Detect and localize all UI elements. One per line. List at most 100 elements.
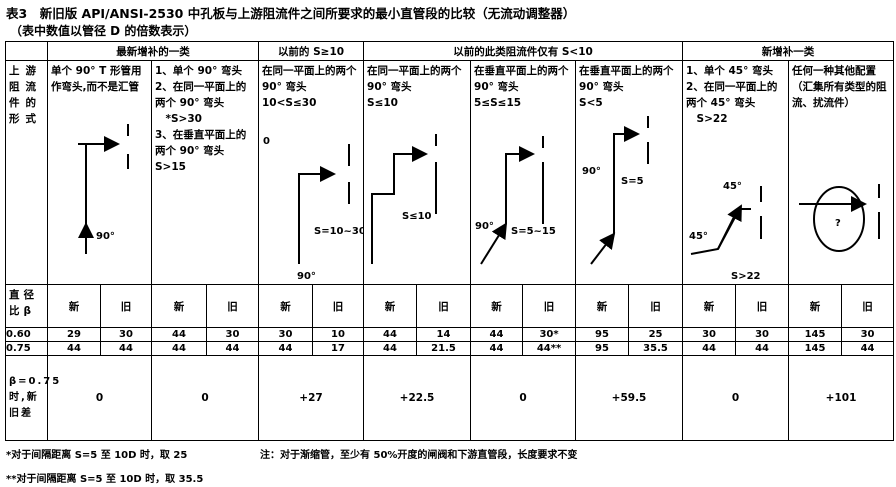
pipe-diagram-icon: 90° bbox=[78, 124, 129, 254]
footnote: 注：对于渐缩管，至少有 50%开度的闸阀和下游直管段，长度要求不变 bbox=[260, 450, 578, 461]
value-cell: 44 bbox=[363, 327, 418, 342]
angle-label: 90° bbox=[475, 221, 494, 232]
value-cell: 30 bbox=[206, 327, 259, 342]
group-header: 以前的此类阻流件仅有 S<10 bbox=[363, 41, 684, 61]
old-header: 旧 bbox=[522, 284, 577, 328]
footnote: **对于间隔距离 S=5 至 10D 时，取 35.5 bbox=[6, 474, 204, 485]
form-description: 1、单个 45° 弯头 2、在同一平面上的两个 45° 弯头 S>22 bbox=[686, 65, 778, 125]
row-label-ratio: 直径比β bbox=[5, 284, 48, 328]
value-cell: 17 bbox=[311, 341, 365, 356]
value-cell: 30 bbox=[100, 327, 152, 342]
diff-cell: 0 bbox=[47, 355, 152, 441]
angle-label: 45° bbox=[723, 181, 742, 192]
value-cell: 44 bbox=[470, 341, 524, 356]
value-cell: 44 bbox=[151, 341, 207, 356]
old-header: 旧 bbox=[841, 284, 895, 328]
beta-value: 0.60 bbox=[5, 327, 48, 342]
old-header: 旧 bbox=[311, 284, 365, 328]
value-cell: 14 bbox=[416, 327, 472, 342]
value-cell: 44 bbox=[151, 327, 207, 342]
value-cell: 44 bbox=[841, 341, 895, 356]
old-header: 旧 bbox=[416, 284, 472, 328]
form-cell: 在垂直平面上的两个 90° 弯头 5≤S≤15 90° S=5~15 bbox=[470, 60, 577, 285]
form-description: 在垂直平面上的两个 90° 弯头 5≤S≤15 bbox=[474, 65, 569, 109]
form-description: 在垂直平面上的两个 90° 弯头 S<5 bbox=[579, 65, 674, 109]
new-header: 新 bbox=[151, 284, 207, 328]
table-title: 表3 新旧版 API/ANSI-2530 中孔板与上游阻流件之间所要求的最小直管… bbox=[6, 6, 576, 21]
value-cell: 44 bbox=[735, 341, 790, 356]
value-cell: 145 bbox=[788, 341, 843, 356]
row-label-diff: β=0.75时,新旧差 bbox=[5, 355, 59, 441]
value-cell: 44 bbox=[363, 341, 418, 356]
pipe-diagram-icon: ? bbox=[799, 184, 881, 252]
group-header: 以前的 S≥10 bbox=[257, 41, 365, 61]
form-description: 单个 90° T 形管用作弯头,而不是汇管 bbox=[51, 65, 142, 93]
old-header: 旧 bbox=[100, 284, 152, 328]
diff-cell: 0 bbox=[470, 355, 577, 441]
new-header: 新 bbox=[47, 284, 101, 328]
angle-label: 90° bbox=[582, 166, 601, 177]
diagram-label: ? bbox=[835, 218, 841, 229]
diagram-label: S>22 bbox=[731, 271, 761, 282]
diff-cell: +22.5 bbox=[363, 355, 472, 441]
diff-cell: +59.5 bbox=[575, 355, 684, 441]
pipe-diagram-icon: 45° 45° S>22 bbox=[689, 181, 763, 282]
value-cell: 44** bbox=[522, 341, 577, 356]
value-cell: 95 bbox=[575, 341, 630, 356]
comparison-table: 最新增补的一类 以前的 S≥10 以前的此类阻流件仅有 S<10 新增补一类 上… bbox=[5, 41, 895, 441]
new-header: 新 bbox=[470, 284, 524, 328]
diff-cell: +27 bbox=[257, 355, 365, 441]
form-cell: 任何一种其他配置（汇集所有类型的阻流、扰流件）? bbox=[788, 60, 895, 285]
value-cell: 30 bbox=[841, 327, 895, 342]
value-cell: 30 bbox=[682, 327, 737, 342]
footnote: *对于间隔距离 S=5 至 10D 时，取 25 bbox=[6, 450, 188, 461]
value-cell: 30* bbox=[522, 327, 577, 342]
value-cell: 44 bbox=[100, 341, 152, 356]
value-cell: 44 bbox=[47, 341, 101, 356]
value-cell: 21.5 bbox=[416, 341, 472, 356]
value-cell: 44 bbox=[470, 327, 524, 342]
pipe-diagram-icon: 90° S=5~15 bbox=[475, 136, 556, 265]
value-cell: 30 bbox=[735, 327, 790, 342]
new-header: 新 bbox=[575, 284, 630, 328]
form-cell: 1、单个 90° 弯头 2、在同一平面上的两个 90° 弯头 *S>30 3、在… bbox=[151, 60, 259, 285]
value-cell: 95 bbox=[575, 327, 630, 342]
new-header: 新 bbox=[363, 284, 418, 328]
value-cell: 25 bbox=[628, 327, 684, 342]
value-cell: 145 bbox=[788, 327, 843, 342]
pipe-diagram-icon: S≤10 bbox=[371, 134, 438, 264]
old-header: 旧 bbox=[628, 284, 684, 328]
diagram-label: S=5~15 bbox=[511, 226, 556, 237]
row-label-form: 上游阻流件的形式 bbox=[5, 60, 48, 285]
value-cell: 44 bbox=[682, 341, 737, 356]
angle-label: 90° bbox=[297, 271, 316, 282]
diff-cell: 0 bbox=[151, 355, 259, 441]
group-header: 新增补一类 bbox=[682, 41, 895, 61]
new-header: 新 bbox=[682, 284, 737, 328]
value-cell: 44 bbox=[206, 341, 259, 356]
value-cell: 30 bbox=[258, 327, 313, 342]
form-cell: 在垂直平面上的两个 90° 弯头 S<5 90°S=5 bbox=[575, 60, 684, 285]
diagram-label: S≤10 bbox=[402, 211, 432, 222]
old-header: 旧 bbox=[735, 284, 790, 328]
corner-cell bbox=[5, 41, 48, 61]
diagram-label: 90° bbox=[96, 231, 115, 242]
value-cell: 10 bbox=[311, 327, 365, 342]
group-header: 最新增补的一类 bbox=[47, 41, 259, 61]
value-cell: 35.5 bbox=[628, 341, 684, 356]
new-header: 新 bbox=[258, 284, 313, 328]
value-cell: 44 bbox=[258, 341, 313, 356]
value-cell: 29 bbox=[47, 327, 101, 342]
form-description: 1、单个 90° 弯头 2、在同一平面上的两个 90° 弯头 *S>30 3、在… bbox=[155, 65, 247, 173]
diff-cell: +101 bbox=[788, 355, 895, 441]
pipe-diagram-icon: 90°S=5 bbox=[582, 116, 650, 265]
form-description: 在同一平面上的两个 90° 弯头 10<S≤30 bbox=[262, 65, 357, 109]
form-description: 任何一种其他配置（汇集所有类型的阻流、扰流件） bbox=[792, 65, 887, 109]
diagram-label: 0 bbox=[263, 136, 270, 147]
beta-value: 0.75 bbox=[5, 341, 48, 356]
angle-label: 45° bbox=[689, 231, 708, 242]
